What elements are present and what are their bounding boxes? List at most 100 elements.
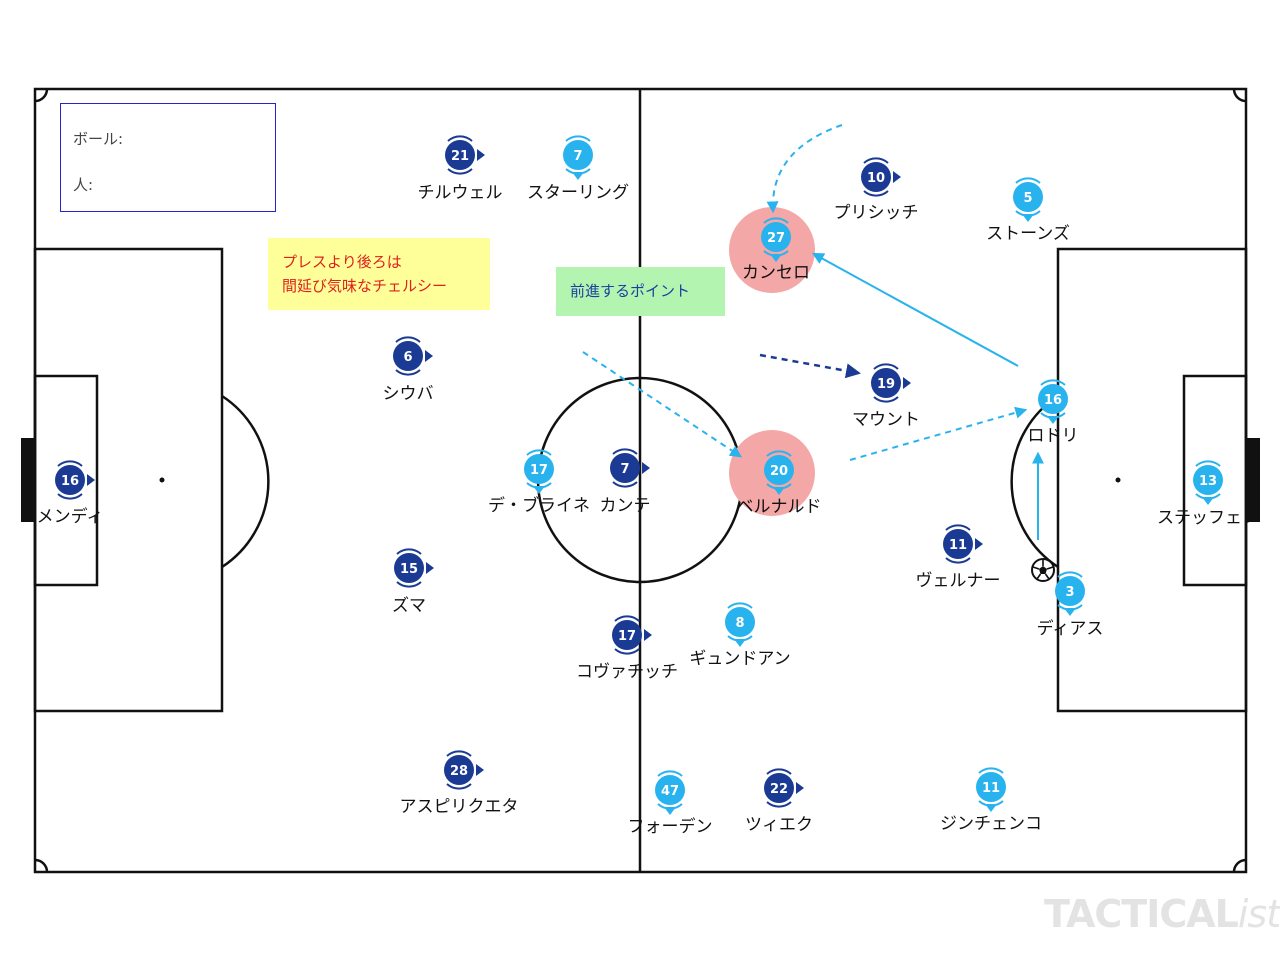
player-token: 47 フォーデン [628, 770, 713, 837]
player-token: 15 ズマ [392, 548, 434, 616]
ball-icon [1031, 558, 1055, 582]
run-arrow-into-bernardo [582, 351, 743, 458]
run-arrow-into-cancelo [766, 124, 843, 214]
player-name: ステッフェン [1157, 508, 1259, 528]
player-orientation-ring [614, 615, 640, 655]
player-number: 47 [661, 784, 679, 799]
player-direction-icon [975, 538, 983, 550]
player-orientation-ring [766, 768, 792, 808]
player-marker [444, 755, 474, 785]
player-marker [394, 553, 424, 583]
player-direction-icon [1047, 416, 1059, 424]
press-note-line1: プレスより後ろは [282, 253, 402, 271]
player-marker [524, 454, 554, 484]
player-name: カンテ [600, 496, 651, 516]
legend-box: ボール: 人: [60, 103, 276, 212]
player-name: プリシッチ [834, 203, 919, 223]
player-number: 27 [767, 231, 785, 246]
player-marker [1193, 465, 1223, 495]
player-name: カンセロ [742, 263, 810, 283]
player-name: アスピリクエタ [400, 797, 519, 817]
player-marker [871, 368, 901, 398]
player-marker [761, 222, 791, 252]
player-name: フォーデン [628, 816, 713, 837]
player-number: 3 [1065, 585, 1074, 600]
corner-arc-top-right [1232, 88, 1247, 103]
player-number: 16 [1044, 393, 1062, 408]
player-direction-icon [477, 149, 485, 161]
player-name: ロドリ [1028, 426, 1079, 446]
player-direction-icon [664, 807, 676, 815]
corner-arc-bottom-left [34, 858, 49, 873]
player-direction-icon [476, 764, 484, 776]
player-direction-icon [893, 171, 901, 183]
player-name: スターリング [527, 183, 629, 203]
player-direction-icon [1022, 214, 1034, 222]
player-name: メンディ [37, 506, 104, 527]
player-number: 15 [400, 562, 418, 577]
watermark-logo: TACTICALista [1044, 892, 1280, 936]
player-number: 17 [530, 463, 548, 478]
player-orientation-ring [447, 135, 473, 175]
player-direction-icon [985, 804, 997, 812]
player-name: ディアス [1037, 618, 1104, 639]
watermark-main: TACTICAL [1044, 892, 1239, 936]
player-marker [55, 465, 85, 495]
player-name: ジンチェンコ [940, 814, 1042, 834]
legend-ball-label: ボール: [73, 130, 124, 148]
corner-arc-top-left [34, 88, 49, 103]
player-number: 16 [61, 474, 79, 489]
player-token: 17デ・ブライネ [488, 449, 590, 516]
player-marker [1038, 384, 1068, 414]
player-marker [725, 607, 755, 637]
player-direction-icon [426, 562, 434, 574]
corner-arc-bottom-right [1232, 858, 1247, 873]
player-name: シウバ [383, 384, 434, 404]
player-orientation-ring [446, 750, 472, 790]
left-penalty-spot [159, 477, 165, 483]
player-marker [445, 140, 475, 170]
legend-person-label: 人: [73, 176, 94, 194]
run-arrow-mount [759, 353, 861, 379]
player-number: 5 [1023, 191, 1032, 206]
player-marker [393, 341, 423, 371]
player-name: ズマ [392, 596, 426, 616]
left-goal [21, 438, 35, 522]
player-direction-icon [796, 782, 804, 794]
player-token: 3 ディアス [1037, 571, 1104, 639]
player-direction-icon [533, 486, 545, 494]
player-number: 7 [620, 462, 629, 477]
player-direction-icon [734, 639, 746, 647]
run-arrow-toward-rodri [849, 406, 1028, 461]
left-penalty-arc [221, 394, 270, 569]
player-token: 27 カンセロ [742, 217, 810, 283]
player-number: 6 [403, 350, 412, 365]
player-orientation-ring [863, 157, 889, 197]
pass-arrow-rodri-to-cancelo [811, 252, 1019, 367]
player-marker [563, 140, 593, 170]
player-direction-icon [770, 254, 782, 262]
press-note: プレスより後ろは 間延び気味なチェルシー [268, 238, 490, 310]
player-number: 28 [450, 764, 468, 779]
advance-note: 前進するポイント [556, 267, 725, 316]
player-orientation-ring [873, 363, 899, 403]
player-marker [612, 620, 642, 650]
player-name: ヴェルナー [916, 571, 1001, 591]
right-goal [1246, 438, 1260, 522]
player-marker [1055, 576, 1085, 606]
right-penalty-spot [1115, 477, 1121, 483]
player-orientation-ring [396, 548, 422, 588]
player-marker [861, 162, 891, 192]
player-number: 17 [618, 629, 636, 644]
player-name: ベルナルド [737, 497, 822, 517]
player-number: 20 [770, 464, 788, 479]
player-number: 22 [770, 782, 788, 797]
player-name: ストーンズ [986, 224, 1070, 244]
